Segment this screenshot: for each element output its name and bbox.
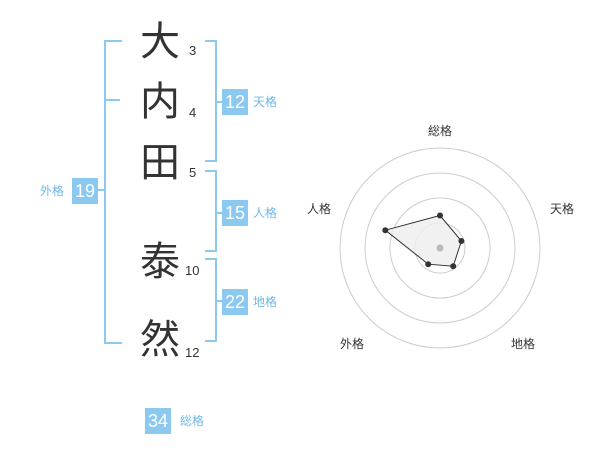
radar-point-4 [425,261,432,268]
gaikaku-bracket-stem [92,189,104,191]
name-char-1: 大 [140,19,180,65]
name-char-2: 内 [140,79,180,125]
stroke-count-3: 5 [189,165,197,180]
chikaku-bracket-stem [217,300,223,302]
jinkaku-label: 人格 [253,206,278,220]
tenkaku-bracket [205,40,217,162]
soukaku-label: 総格 [180,414,205,428]
name-char-4: 泰 [140,239,180,285]
stroke-count-1: 3 [189,43,197,58]
gaikaku-label: 外格 [40,184,65,198]
radar-axis-label-gaikaku: 外格 [340,337,365,351]
radar-axis-label-tenkaku: 天格 [550,202,575,216]
radar-ring-4 [339,147,541,349]
radar-axis-label-jinkaku: 人格 [307,202,332,216]
gaikaku-bracket-divider [104,99,120,101]
radar-point-5 [382,227,389,234]
soukaku-score: 34 [145,408,171,434]
radar-point-1 [437,212,443,219]
jinkaku-bracket [205,170,217,252]
stroke-count-4: 10 [185,263,200,278]
tenkaku-bracket-stem [217,101,223,103]
gaikaku-bracket [104,40,122,344]
jinkaku-bracket-stem [217,212,223,214]
jinkaku-score: 15 [222,200,248,226]
stroke-count-5: 12 [185,345,200,360]
name-char-5: 然 [140,317,180,363]
name-char-3: 田 [140,140,180,186]
radar-point-2 [458,238,465,244]
radar-center-point [436,244,444,252]
gaikaku-score: 19 [72,178,98,204]
stroke-count-2: 4 [189,105,197,120]
radar-ring-2 [389,197,491,299]
tenkaku-label: 天格 [253,95,278,109]
chikaku-score: 22 [222,289,248,315]
radar-area [384,214,462,267]
radar-axis-label-soukaku: 総格 [428,124,453,138]
chikaku-bracket [205,258,217,342]
chikaku-label: 地格 [253,295,278,309]
radar-point-3 [450,263,457,270]
radar-axis-label-chikaku: 地格 [511,337,536,351]
radar-ring-3 [364,172,516,324]
tenkaku-score: 12 [222,89,248,115]
